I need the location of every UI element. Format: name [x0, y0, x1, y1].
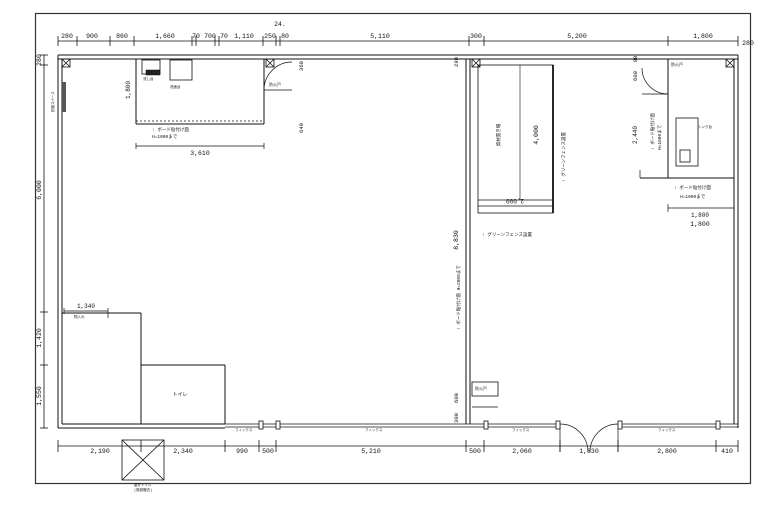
mid-door — [471, 381, 499, 397]
top-dim-11: 300 — [470, 33, 482, 40]
bottom-dim-6: 2,060 — [512, 448, 532, 455]
green-fence-note-2: ↑ グリーンフェンス設置 — [482, 231, 532, 238]
mid-280: 280 — [453, 57, 460, 67]
bottom-dimension-line — [57, 440, 739, 452]
fixture-label-1: フィックス — [235, 427, 253, 433]
office-room — [135, 59, 293, 125]
sink-label: 流し台 — [143, 76, 154, 82]
top-dim-extra: 24. — [274, 21, 286, 28]
top-dim-13: 1,800 — [693, 33, 713, 40]
dim-360: 360 — [298, 61, 305, 71]
bottom-dim-9: 410 — [721, 448, 733, 455]
bottom-dim-8: 2,800 — [657, 448, 677, 455]
bottom-dim-5: 500 — [469, 448, 481, 455]
left-dimension-line — [40, 54, 48, 429]
structural-columns — [61, 58, 735, 68]
toilet-label: トイレ — [172, 392, 187, 398]
right-80: 80 — [632, 56, 639, 63]
wall-openings-left — [258, 420, 281, 430]
dim-640: 640 — [298, 123, 305, 133]
pipe-space — [62, 82, 66, 112]
top-dimension-line — [57, 36, 739, 46]
office-width: 3,610 — [190, 150, 210, 157]
board-note-1: ↑ ボード貼付け面 — [152, 126, 189, 133]
right-dim-1: 1,800 — [690, 221, 710, 228]
right-600: 600 — [632, 71, 639, 81]
mid-300: 300 — [453, 413, 460, 423]
material-storage — [477, 64, 554, 214]
top-dim-1: 900 — [86, 33, 98, 40]
board-note-3: ↑ ボード貼付け面 — [674, 184, 711, 191]
top-dim-5: 700 — [204, 33, 216, 40]
bottom-dim-3: 500 — [262, 448, 274, 455]
right-depth: 2,440 — [632, 126, 639, 144]
top-dim-7: 1,110 — [234, 33, 254, 40]
wc-width-dimension — [63, 308, 109, 318]
left-wall-label: 配管スペース — [50, 91, 56, 112]
top-dim-12: 5,200 — [567, 33, 587, 40]
fixture-label-3: フィックス — [512, 427, 530, 433]
top-dim-9: 80 — [281, 33, 289, 40]
top-dim-2: 860 — [116, 33, 128, 40]
material-label: 資材置き場 — [495, 123, 502, 146]
bottom-dim-2: 990 — [236, 448, 248, 455]
top-dim-4: 70 — [192, 33, 200, 40]
green-fence-note: ↑ グリーンフェンス設置 — [560, 132, 567, 182]
fixture-label-4: フィックス — [658, 427, 676, 433]
closet-label: 物入れ — [74, 314, 85, 320]
bottom-dim-7: 1,630 — [579, 448, 599, 455]
wc-width: 1,340 — [77, 303, 95, 310]
washstand-label: 洗面台 — [170, 84, 181, 90]
left-dim-3: 1,550 — [36, 386, 43, 406]
top-dim-10: 5,110 — [370, 33, 390, 40]
left-dim-1: 6,000 — [36, 180, 43, 200]
board-note-2-sub: H=1000まで — [657, 124, 663, 150]
left-dim-0: 280 — [36, 54, 43, 66]
material-length: 4,000 — [533, 125, 540, 145]
wall-openings-right — [483, 420, 721, 430]
bottom-dim-4: 5,210 — [361, 448, 381, 455]
cabinet-label: シンク台 — [698, 124, 712, 130]
right-width: 1,800 — [691, 212, 709, 219]
top-dim-6: 70 — [220, 33, 228, 40]
outer-walls — [57, 54, 739, 429]
top-dim-0: 280 — [61, 33, 73, 40]
office-depth: 1,800 — [125, 81, 132, 99]
board-note-1-sub: H=1000まで — [152, 134, 178, 140]
door-label-1: 防火戸 — [269, 81, 281, 88]
top-dim-8: 250 — [264, 33, 276, 40]
office-width-dimension — [135, 143, 265, 149]
board-note-2: ↑ ボード貼付け面 — [649, 113, 656, 150]
outdoor-toilet — [121, 439, 165, 481]
top-dim-3: 1,660 — [155, 33, 175, 40]
board-note-mid: ↑ ボード貼付け面 H=2000まで — [455, 265, 462, 330]
bottom-dim-1: 2,340 — [173, 448, 193, 455]
board-note-3-sub: H=1000まで — [680, 194, 706, 200]
right-dim-0: 280 — [742, 40, 754, 47]
door-label-2: 防火戸 — [475, 385, 487, 392]
outdoor-toilet-sub: (既設撤去) — [134, 487, 152, 493]
mid-600: 600 — [453, 393, 460, 403]
outdoor-toilet-label: 屋外トイレ — [134, 482, 152, 488]
sheet-border — [34, 12, 752, 485]
right-room — [639, 59, 734, 179]
left-dim-2: 1,420 — [36, 328, 43, 348]
bottom-dim-0: 2,190 — [90, 448, 110, 455]
door-label-3: 防火戸 — [671, 61, 683, 68]
material-width: 2,000 — [506, 197, 524, 204]
toilet-area — [61, 312, 226, 424]
fixture-label-2: フィックス — [365, 427, 383, 433]
mid-depth: 8,830 — [453, 230, 460, 250]
